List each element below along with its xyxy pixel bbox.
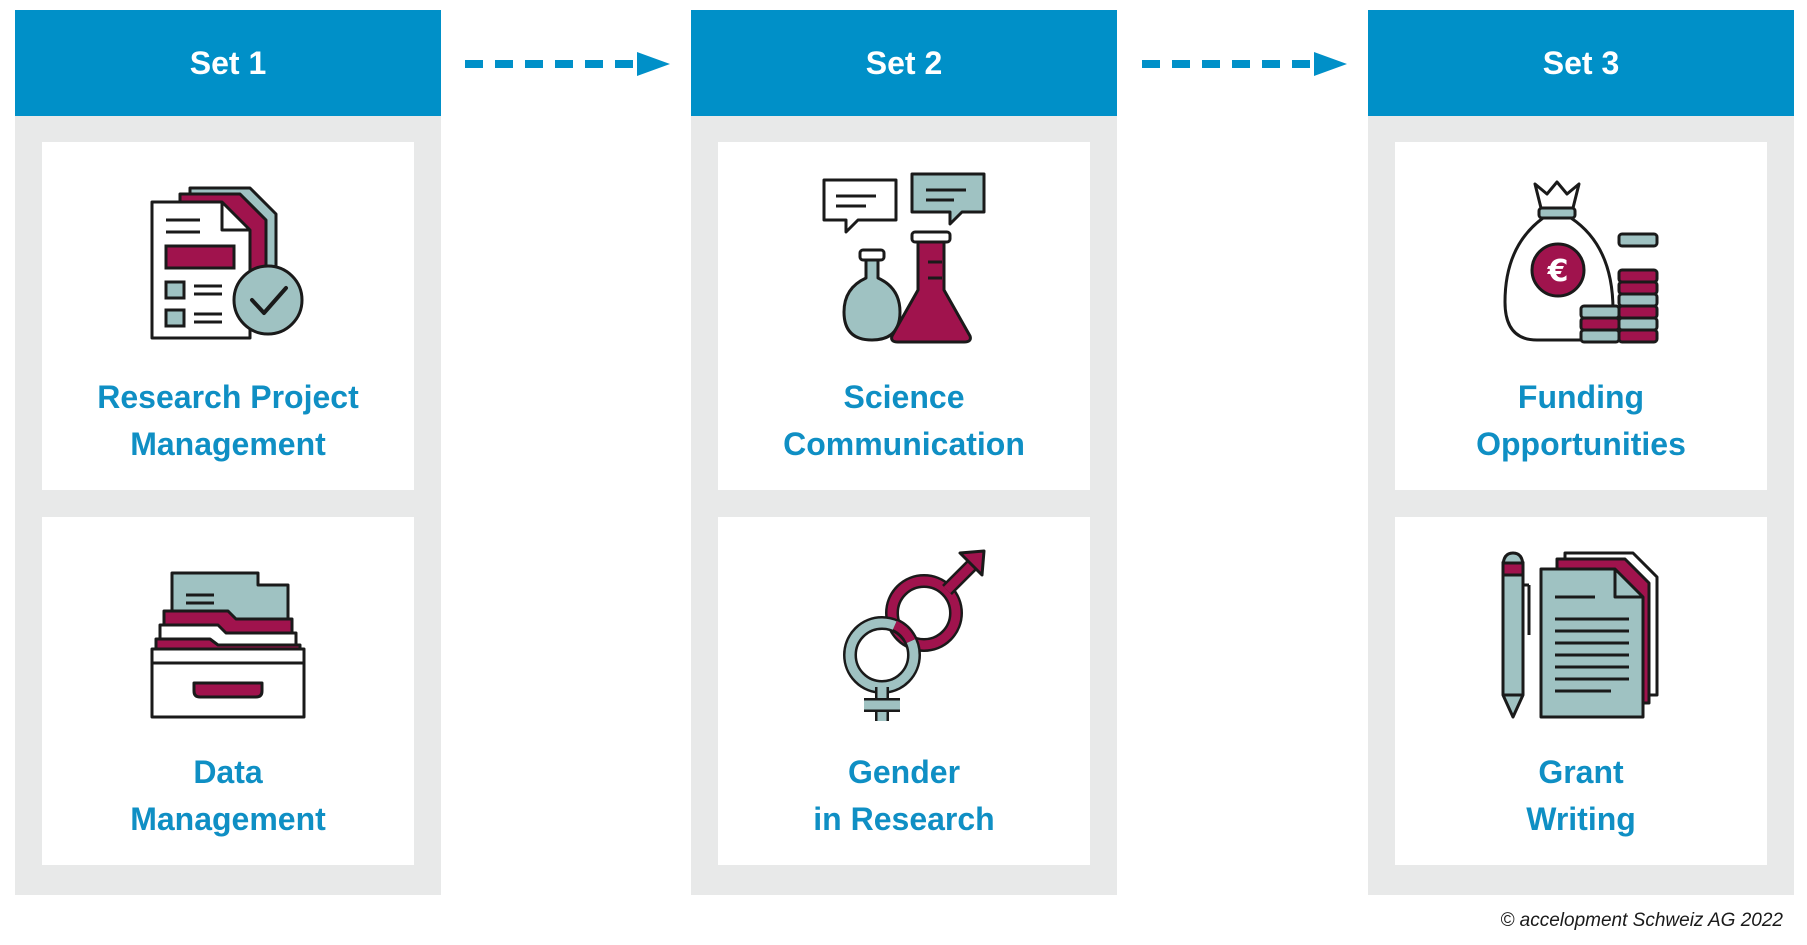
topic-card-science-communication: Science Communication xyxy=(718,142,1090,490)
topic-card-grant-writing: Grant Writing xyxy=(1395,517,1767,865)
topic-label: Gender in Research xyxy=(813,754,995,837)
svg-text:€: € xyxy=(1547,254,1569,289)
topic-label: Funding Opportunities xyxy=(1476,379,1686,462)
set-column-1: Set 1 Research Project Management xyxy=(15,10,441,895)
topic-label: Data Management xyxy=(130,754,326,837)
set-column-2: Set 2 Science Communication xyxy=(691,10,1117,895)
pen-documents-icon xyxy=(1501,551,1659,719)
copyright-notice: © accelopment Schweiz AG 2022 xyxy=(1500,910,1783,931)
document-checkmark-icon xyxy=(150,186,304,340)
topic-card-data-management: Data Management xyxy=(42,517,414,865)
money-bag-coins-icon: € xyxy=(1503,180,1659,344)
set-header-1: Set 1 xyxy=(15,10,441,116)
topic-card-research-project-management: Research Project Management xyxy=(42,142,414,490)
topic-label: Grant Writing xyxy=(1526,754,1636,837)
topic-card-funding-opportunities: € Funding Opportunities xyxy=(1395,142,1767,490)
set-header-2: Set 2 xyxy=(691,10,1117,116)
file-drawer-icon xyxy=(150,571,306,719)
lab-flasks-speech-icon xyxy=(822,172,986,344)
set-column-3: Set 3 € Funding Opportunities xyxy=(1368,10,1794,895)
gender-symbols-icon xyxy=(843,549,986,721)
set-header-3: Set 3 xyxy=(1368,10,1794,116)
dashed-arrow-icon xyxy=(465,52,670,76)
topic-label: Research Project Management xyxy=(97,379,359,462)
dashed-arrow-icon xyxy=(1142,52,1347,76)
topic-card-gender-in-research: Gender in Research xyxy=(718,517,1090,865)
topic-label: Science Communication xyxy=(783,379,1025,462)
